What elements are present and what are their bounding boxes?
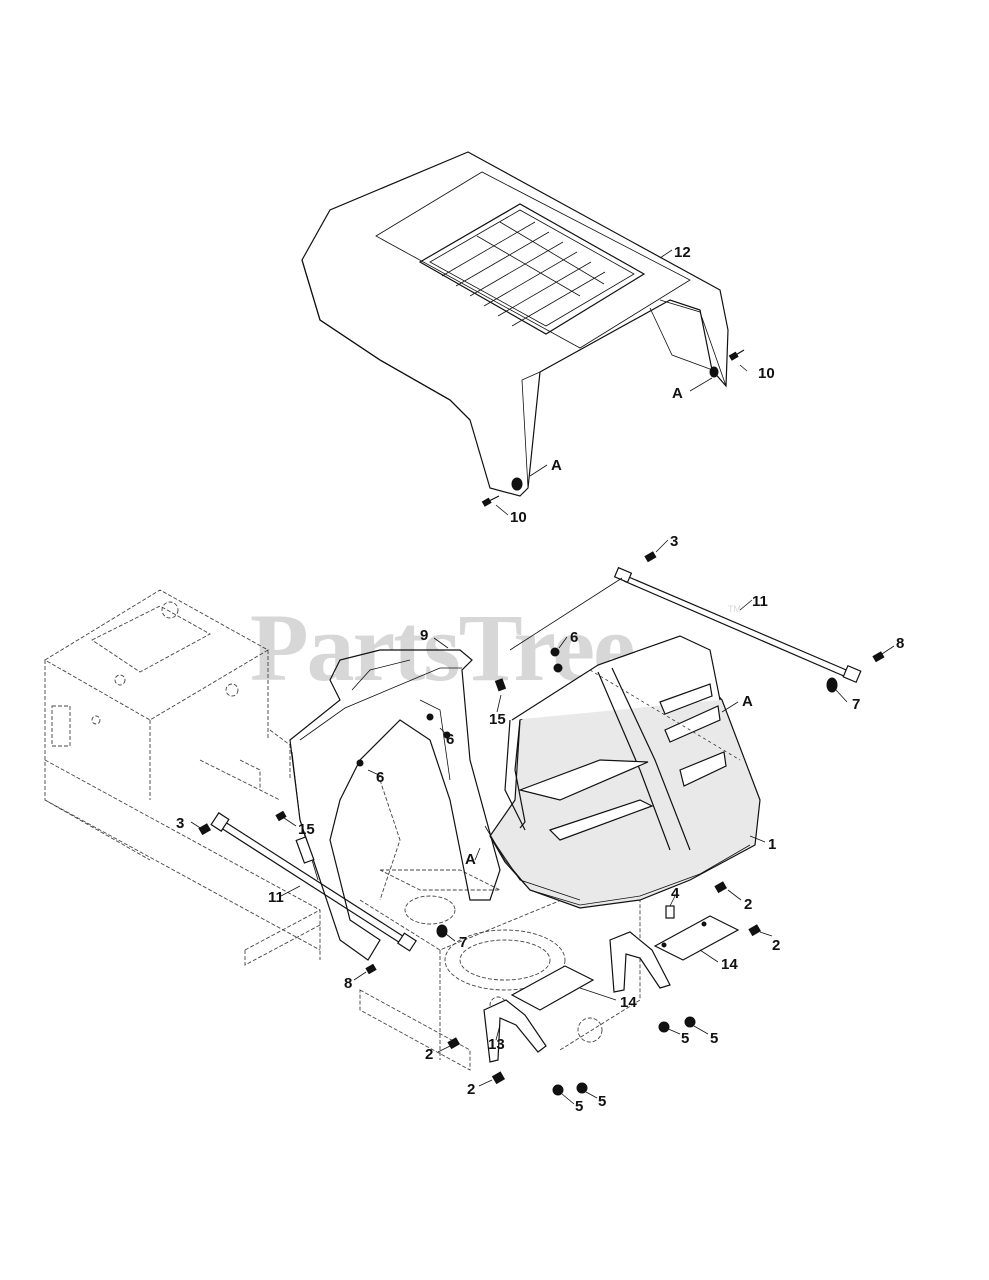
callout-2-c: 2	[425, 1046, 433, 1063]
callout-7-right: 7	[852, 696, 860, 713]
nut-6-b[interactable]	[553, 663, 563, 673]
callout-a-dash: A	[465, 851, 476, 868]
callout-a-hood-left: A	[551, 457, 562, 474]
nut-5-b[interactable]	[684, 1016, 696, 1028]
screw-3-lower[interactable]	[198, 823, 212, 836]
callout-2-b: 2	[772, 937, 780, 954]
callout-14-right: 14	[721, 956, 738, 973]
plate-14-left[interactable]	[510, 965, 595, 1011]
front-grille-part-1[interactable]	[484, 635, 761, 909]
nut-5-d[interactable]	[576, 1082, 588, 1094]
screw-15-lower[interactable]	[275, 810, 287, 822]
callouts: 12 10 A A 10 3 11 8 7 9 6 15 A 6 6 3 15 …	[176, 244, 904, 1115]
callout-8-right: 8	[896, 635, 904, 652]
callout-8-left: 8	[344, 975, 352, 992]
callout-6-lower: 6	[376, 769, 384, 786]
callout-2-d: 2	[467, 1081, 475, 1098]
nut-5-a[interactable]	[658, 1021, 670, 1033]
nut-7-right[interactable]	[826, 677, 838, 693]
bolt-2-c[interactable]	[447, 1037, 461, 1050]
screw-15-upper[interactable]	[494, 678, 507, 692]
callout-5-b: 5	[710, 1030, 718, 1047]
screw-10-lower[interactable]	[481, 495, 500, 507]
dash-panel-part-9[interactable]	[289, 649, 501, 961]
callout-11-lower: 11	[268, 889, 284, 906]
bolt-2-a[interactable]	[714, 881, 728, 894]
callout-4: 4	[671, 885, 680, 902]
bracket-13-right[interactable]	[609, 931, 671, 993]
callout-3-lower: 3	[176, 815, 184, 832]
bracket-13-left[interactable]	[483, 999, 547, 1063]
bolt-4[interactable]	[665, 905, 675, 919]
support-rod-11-lower[interactable]	[210, 812, 417, 952]
callout-9: 9	[420, 627, 428, 644]
screw-8-right[interactable]	[872, 651, 885, 663]
callout-5-d: 5	[598, 1093, 606, 1110]
bolt-2-b[interactable]	[748, 924, 762, 937]
chassis-frame	[44, 589, 641, 1071]
screw-10-upper[interactable]	[728, 349, 745, 361]
callout-6-middle: 6	[446, 731, 454, 748]
callout-12: 12	[674, 244, 691, 261]
screw-3-upper[interactable]	[644, 551, 657, 563]
callout-15-lower: 15	[298, 821, 315, 838]
watermark-trademark: TM	[728, 604, 741, 614]
callout-5-c: 5	[575, 1098, 583, 1115]
callout-1: 1	[768, 836, 776, 853]
callout-13: 13	[488, 1036, 505, 1053]
hood-part-12[interactable]	[301, 151, 729, 497]
callout-14-left: 14	[620, 994, 637, 1011]
callout-10-upper: 10	[758, 365, 775, 382]
nut-5-c[interactable]	[552, 1084, 564, 1096]
nut-6-a[interactable]	[550, 647, 560, 657]
callout-10-lower: 10	[510, 509, 527, 526]
callout-5-a: 5	[681, 1030, 689, 1047]
callout-6-upper: 6	[570, 629, 578, 646]
callout-a-hood-right: A	[672, 385, 683, 402]
nut-7-left[interactable]	[436, 924, 448, 938]
screw-8-left[interactable]	[365, 963, 377, 975]
callout-15-upper: 15	[489, 711, 506, 728]
callout-2-a: 2	[744, 896, 752, 913]
plate-14-right[interactable]	[653, 915, 740, 961]
bolt-2-d[interactable]	[491, 1071, 506, 1085]
callout-7-left: 7	[459, 934, 467, 951]
support-rod-11-upper[interactable]	[509, 566, 862, 684]
callout-a-grille: A	[742, 693, 753, 710]
leader-lines	[190, 249, 895, 1105]
callout-3-upper: 3	[670, 533, 678, 550]
callout-11-upper: 11	[752, 593, 768, 610]
